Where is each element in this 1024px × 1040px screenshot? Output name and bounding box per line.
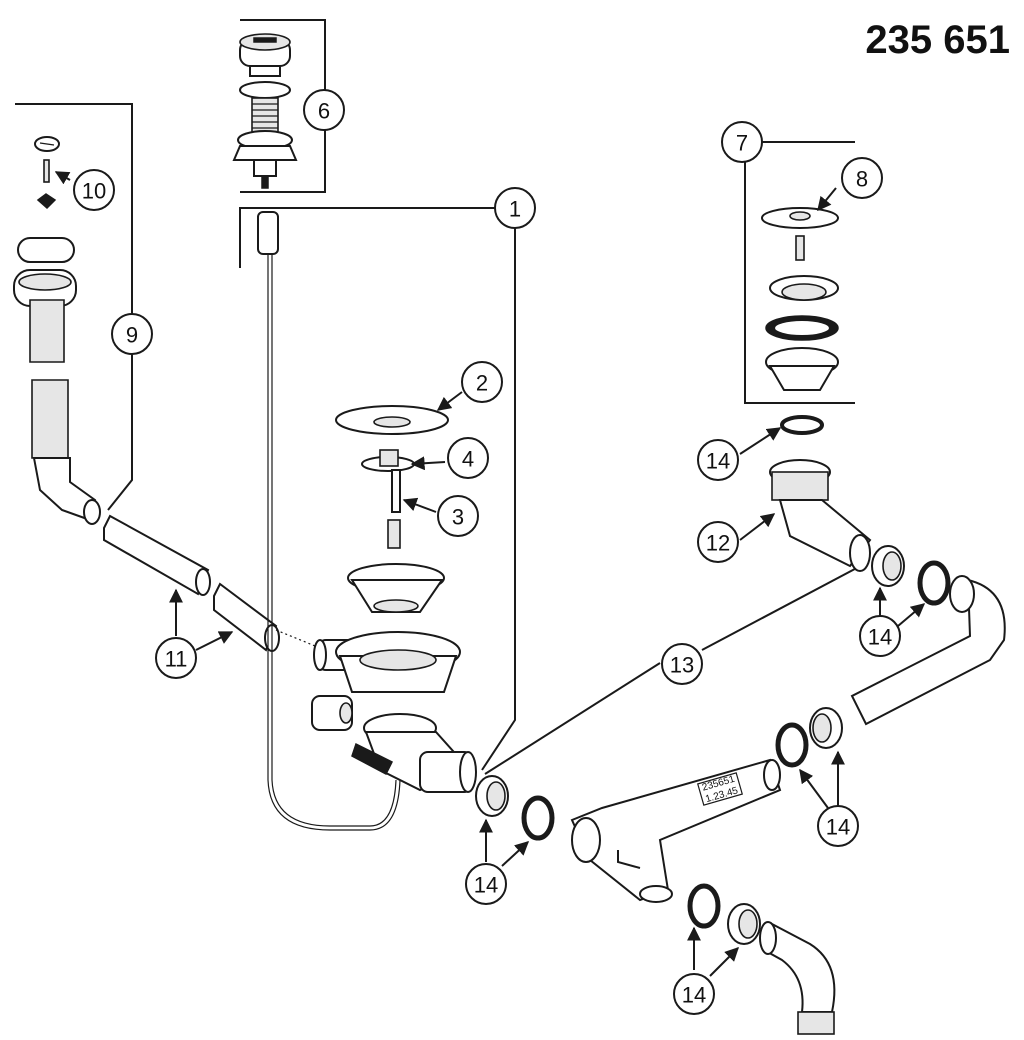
callout-number: 13 [670,653,694,678]
strainer-basket [347,563,445,613]
callout-10: 10 [73,169,115,211]
callout-circle [697,521,739,563]
plug-stem-part-3 [387,469,401,549]
remote-knob-part-6 [232,33,298,189]
overflow-hose-part-11 [103,514,321,652]
control-housing [311,695,477,793]
callout-14-5: 14 [673,973,715,1015]
callout-4: 4 [447,437,489,479]
callout-number: 8 [856,167,868,192]
callout-number: 14 [706,449,730,474]
plug-part-2 [335,405,449,435]
callout-circle [73,169,115,211]
callout-13: 13 [661,643,703,685]
waste-body [313,631,461,693]
callout-circle [447,437,489,479]
callout-number: 2 [476,371,488,396]
callout-circle [155,637,197,679]
callout-number: 1 [509,197,521,222]
callout-circle [465,863,507,905]
callout-number: 14 [682,983,706,1008]
callout-circle [437,495,479,537]
callout-circle [303,89,345,131]
callout-number: 11 [165,647,188,672]
overflow-cap-part-10 [34,136,60,210]
callout-1: 1 [494,187,536,229]
callout-circle [697,439,739,481]
leader-arrows [54,171,926,977]
callout-number: 4 [462,447,474,472]
u-pipe-right [850,575,1006,726]
gasket-ring-d [687,883,721,929]
gasket-ring-c [521,795,555,841]
gasket-ring-top [780,415,824,435]
callout-number: 6 [318,99,330,124]
group-bracket-7 [744,141,855,404]
callout-number: 14 [868,625,892,650]
drawing-number: 235 651 [865,18,1010,62]
callout-circle [721,121,763,163]
callout-14-2: 14 [859,615,901,657]
callout-11: 11 [155,637,197,679]
callout-8: 8 [841,157,883,199]
connector-nut-b [809,707,843,749]
connector-nut-d [727,903,761,945]
elbow-part-12 [769,459,872,572]
callout-circle [461,361,503,403]
callout-number: 14 [474,873,498,898]
callout-circle [673,973,715,1015]
callout-number: 7 [736,131,748,156]
callout-circle [494,187,536,229]
callout-circle [841,157,883,199]
callout-number: 10 [82,179,106,204]
callout-circle [817,805,859,847]
gasket-ring-b [775,722,809,768]
callout-3: 3 [437,495,479,537]
bottom-elbow [759,921,836,1035]
connector-nut-c [475,775,509,817]
callout-2: 2 [461,361,503,403]
callout-circle [111,313,153,355]
callout-circle [661,643,703,685]
callout-14-4: 14 [465,863,507,905]
callout-number: 14 [826,815,850,840]
callout-number: 9 [126,323,138,348]
group-bracket-9 [15,103,133,511]
plug-head-part-4 [361,449,415,472]
callout-circle [859,615,901,657]
t-pipe: 235651 1.23.45 [570,758,782,903]
callout-7: 7 [721,121,763,163]
callout-12: 12 [697,521,739,563]
callout-9: 9 [111,313,153,355]
second-strainer-part-7 [761,207,839,391]
overflow-body-part-9 [13,237,101,525]
callout-14-3: 14 [817,805,859,847]
leader-13 [484,561,869,775]
callout-14: 14 [697,439,739,481]
group-bracket-1 [239,207,516,771]
connector-nut-a [871,545,905,587]
callout-number: 3 [452,505,464,530]
callout-number: 12 [706,531,730,556]
gasket-ring-a [917,560,951,606]
bowden-cable [257,211,401,831]
callout-6: 6 [303,89,345,131]
